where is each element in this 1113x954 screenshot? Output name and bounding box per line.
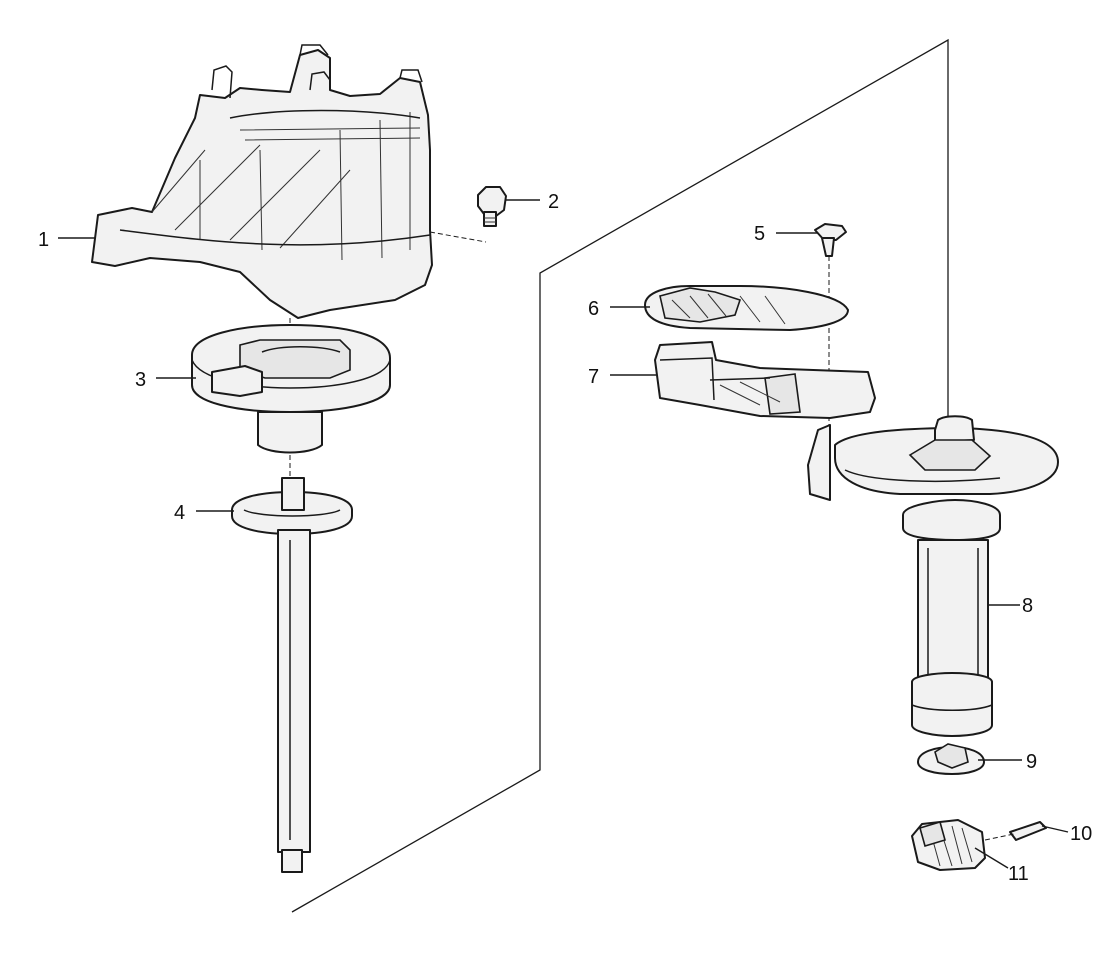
callout-8: 8 [1022,595,1033,617]
part-9-washer [917,743,985,775]
axis-line-2 [429,231,487,243]
part-10-roll-pin [1009,821,1047,841]
part-4-distributor-shaft [231,477,353,873]
callout-11: 11 [1008,863,1029,885]
part-6-ignition-module [644,285,849,331]
callout-3: 3 [135,369,146,391]
callout-9: 9 [1026,751,1037,773]
part-5-screw [814,223,847,257]
axis-line-10-11 [984,833,1015,841]
part-11-drive-gear [911,819,986,871]
leader-line-11 [974,847,1009,869]
callout-10: 10 [1070,823,1092,845]
callout-2: 2 [548,191,559,213]
callout-5: 5 [754,223,765,245]
part-7-pickup-coil [654,341,876,419]
callout-6: 6 [588,298,599,320]
part-1-distributor-cap [91,44,433,319]
explosion-frame [291,38,949,913]
part-2-screw [477,186,507,227]
callout-4: 4 [174,502,185,524]
callout-7: 7 [588,366,599,388]
part-8-distributor-housing [807,415,1059,737]
part-3-rotor [191,324,391,454]
callout-1: 1 [38,229,49,251]
leader-line-10 [1041,825,1069,833]
